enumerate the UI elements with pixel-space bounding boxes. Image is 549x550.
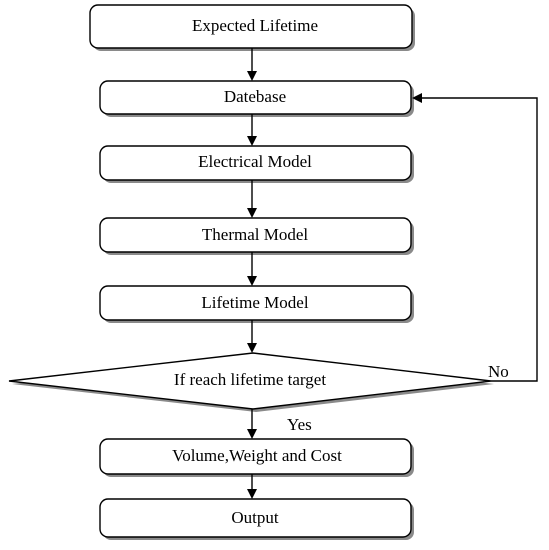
arrow-lifetime-to-decision	[247, 320, 257, 353]
datebase-box: Datebase	[99, 80, 414, 117]
expected-lifetime-label: Expected Lifetime	[192, 16, 318, 35]
datebase-label: Datebase	[224, 87, 286, 106]
arrow-no-feedback-loop	[412, 93, 538, 382]
decision-label: If reach lifetime target	[174, 370, 326, 389]
output-label: Output	[231, 508, 279, 527]
thermal-model-box: Thermal Model	[99, 217, 414, 255]
arrow-thermal-to-lifetime	[247, 252, 257, 286]
arrow-expected-to-datebase	[247, 48, 257, 81]
output-box: Output	[99, 498, 414, 540]
electrical-model-label: Electrical Model	[198, 152, 312, 171]
decision-diamond: If reach lifetime target	[8, 352, 494, 412]
lifetime-model-label: Lifetime Model	[201, 293, 308, 312]
yes-label: Yes	[287, 415, 312, 434]
electrical-model-box: Electrical Model	[99, 145, 414, 183]
expected-lifetime-box: Expected Lifetime	[89, 4, 415, 51]
no-label: No	[488, 362, 509, 381]
arrow-decision-to-volume	[247, 409, 257, 439]
arrow-electrical-to-thermal	[247, 180, 257, 218]
lifetime-model-box: Lifetime Model	[99, 285, 414, 323]
arrow-datebase-to-electrical	[247, 114, 257, 146]
arrow-volume-to-output	[247, 474, 257, 499]
volume-weight-cost-box: Volume,Weight and Cost	[99, 438, 414, 477]
volume-weight-cost-label: Volume,Weight and Cost	[172, 446, 342, 465]
thermal-model-label: Thermal Model	[202, 225, 308, 244]
